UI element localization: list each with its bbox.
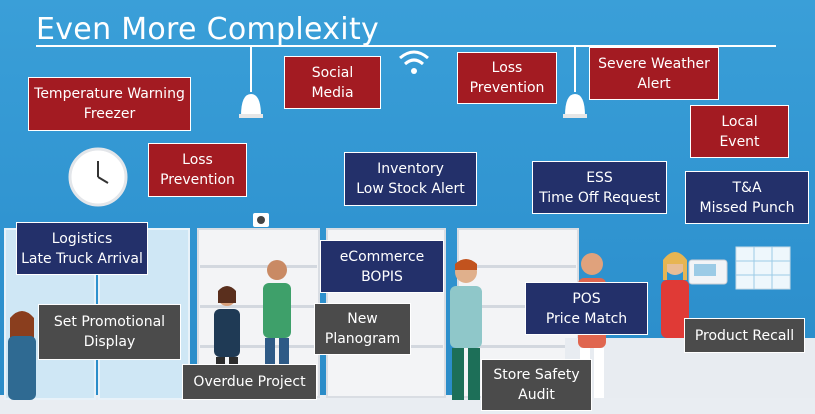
security-camera-icon [253,213,269,227]
ceiling-lamp-icon [239,94,263,118]
overdue-project-box: Overdue Project [182,364,317,400]
shopper-girl-figure [8,311,36,400]
product-recall-box: Product Recall [684,318,805,353]
register-icon [688,259,728,285]
price-chart-board-icon [735,246,791,290]
employee-figure [450,259,482,400]
clock-icon [68,147,128,207]
cashier-figure [661,252,689,338]
slide-title: Even More Complexity [36,12,380,47]
title-underline [36,45,776,47]
ceiling-lamp-icon [563,94,587,118]
wifi-icon [399,50,429,74]
